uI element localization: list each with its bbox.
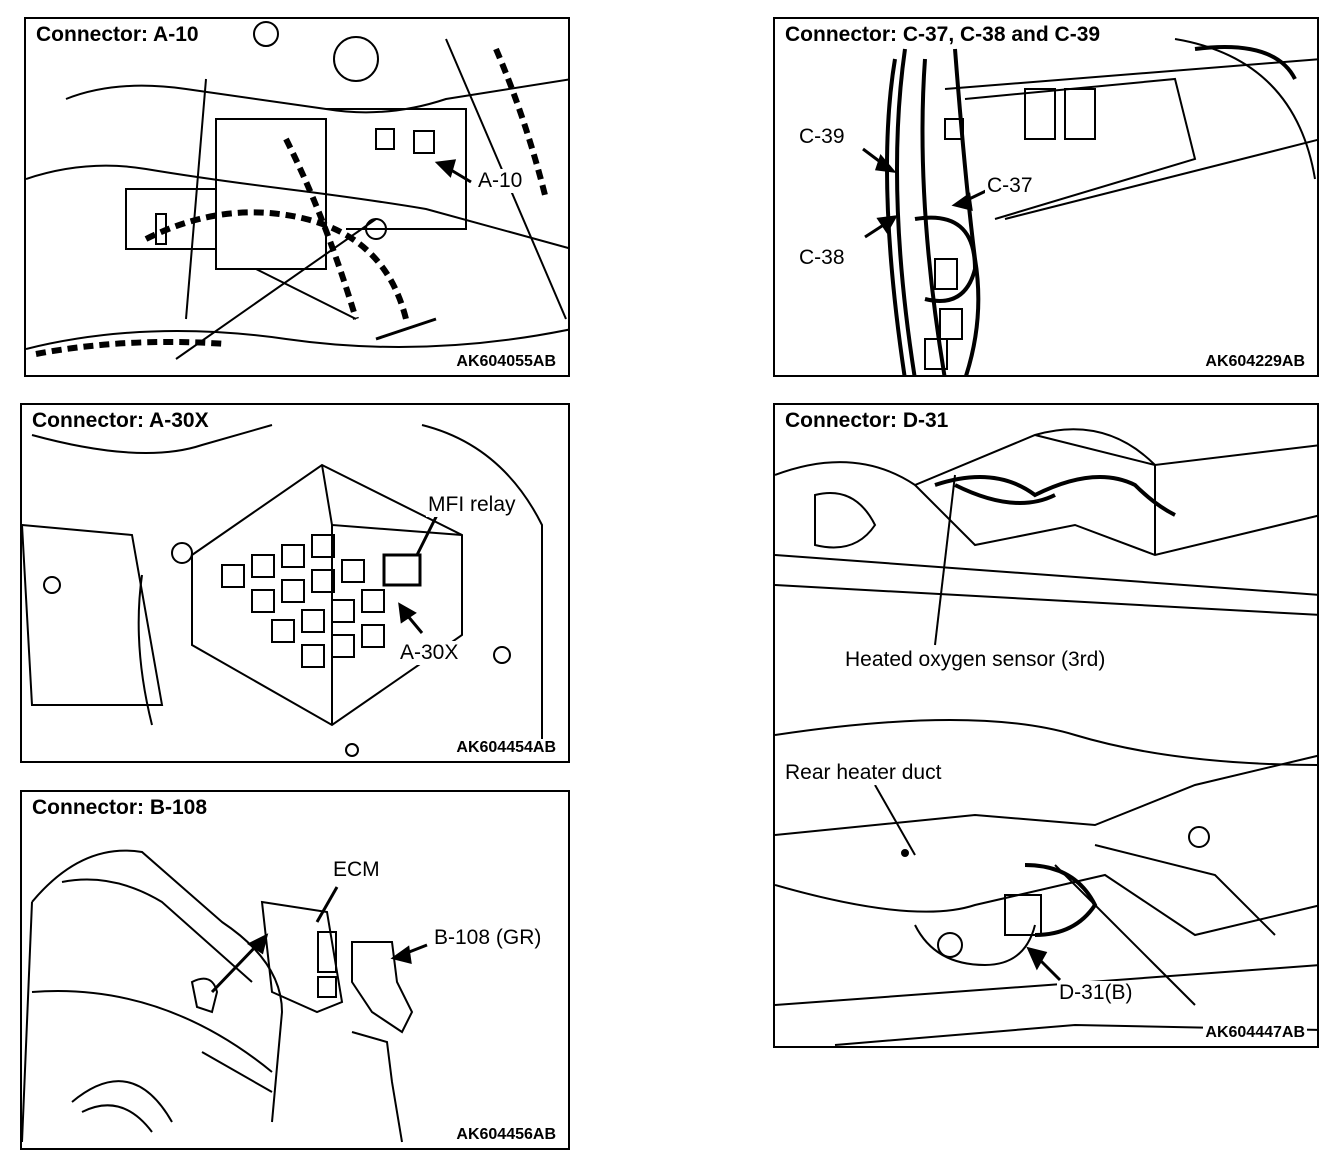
- c37-label: C-37: [985, 174, 1035, 198]
- d31-figure-code: AK604447AB: [1203, 1024, 1307, 1042]
- a10-title: Connector: A-10: [34, 23, 201, 47]
- d31-title: Connector: D-31: [783, 409, 951, 433]
- b108-title: Connector: B-108: [30, 796, 210, 820]
- a10-connector-label: A-10: [476, 169, 525, 193]
- a30x-connector-label: A-30X: [398, 641, 461, 665]
- b108-illustration: [22, 849, 428, 1143]
- a10-illustration: [26, 21, 568, 360]
- c38-label: C-38: [797, 246, 847, 270]
- b108-figure-code: AK604456AB: [454, 1126, 558, 1144]
- rear-heater-duct-label: Rear heater duct: [783, 761, 944, 785]
- panel-connector-a30x: Connector: A-30X MFI relay A-30X AK60445…: [20, 403, 570, 763]
- panel-connector-c37-c38-c39: Connector: C-37, C-38 and C-39 C-39 C-37…: [773, 17, 1319, 377]
- ecm-label: ECM: [331, 858, 382, 882]
- a30x-figure-code: AK604454AB: [454, 739, 558, 757]
- d31-illustration: [775, 428, 1317, 1046]
- a30x-title: Connector: A-30X: [30, 409, 211, 433]
- d31-connector-label: D-31(B): [1057, 981, 1135, 1005]
- c39-label: C-39: [797, 125, 847, 149]
- panel-connector-d31: Connector: D-31 Heated oxygen sensor (3r…: [773, 403, 1319, 1048]
- panel-connector-b108: Connector: B-108 ECM B-108 (GR) AK604456…: [20, 790, 570, 1150]
- mfi-relay-label: MFI relay: [426, 493, 518, 517]
- a30x-illustration: [22, 424, 543, 757]
- c37-figure-code: AK604229AB: [1203, 353, 1307, 371]
- panel-connector-a10: Connector: A-10 A-10 AK604055AB: [24, 17, 570, 377]
- heated-oxygen-sensor-label: Heated oxygen sensor (3rd): [843, 648, 1108, 672]
- b108-connector-label: B-108 (GR): [432, 926, 544, 950]
- a10-figure-code: AK604055AB: [454, 353, 558, 371]
- c37-illustration: [862, 38, 1317, 375]
- c37-title: Connector: C-37, C-38 and C-39: [783, 23, 1103, 47]
